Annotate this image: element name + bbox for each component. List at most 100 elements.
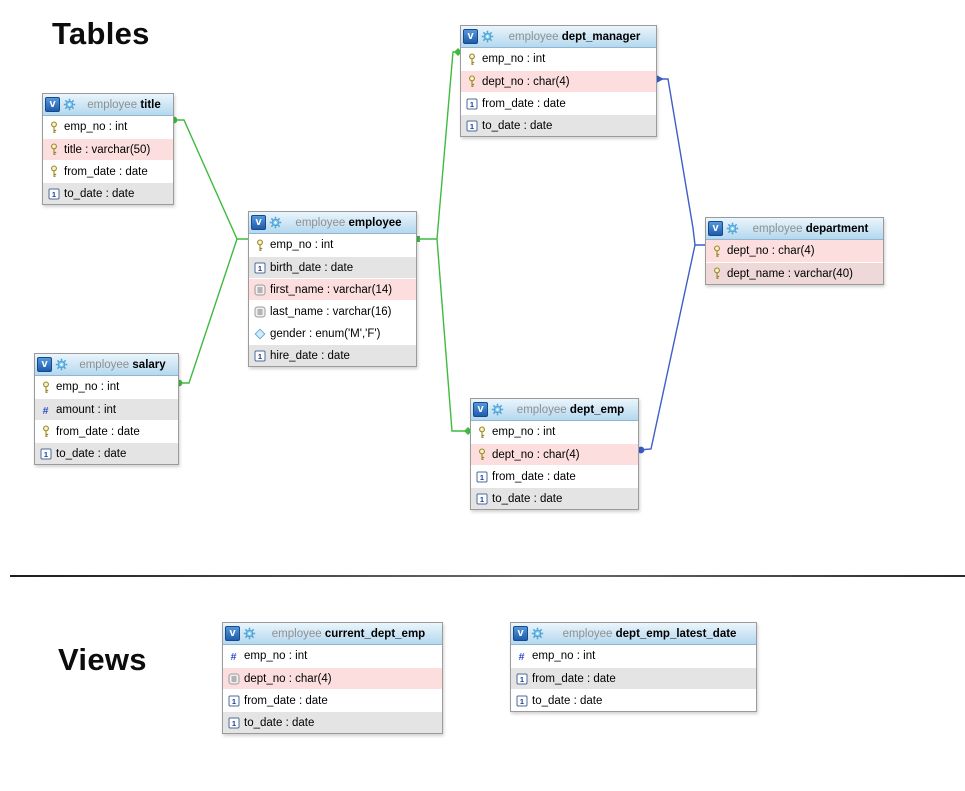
column-label: from_date : date: [532, 672, 616, 685]
column-row-emp_no: emp_no : int: [471, 421, 638, 443]
column-label: from_date : date: [244, 694, 328, 707]
view-badge-icon: v: [708, 221, 723, 236]
column-label: to_date : date: [64, 187, 135, 200]
date-icon: 1: [227, 717, 240, 729]
gear-icon: [481, 30, 494, 43]
relationship-line-salary-to-employee: [177, 238, 238, 384]
column-label: dept_no : char(4): [482, 75, 570, 88]
schema-name: employee: [508, 30, 559, 43]
schema-name: employee: [516, 403, 567, 416]
table-title: employee dept_manager: [507, 31, 643, 43]
column-label: gender : enum('M','F'): [270, 327, 381, 340]
table-name: salary: [132, 358, 166, 371]
column-row-emp_no: emp_no : int: [249, 234, 416, 256]
views-heading: Views: [58, 642, 147, 677]
key-icon: [47, 143, 60, 156]
table-header[interactable]: v employee title: [43, 94, 173, 116]
schema-name: employee: [271, 627, 322, 640]
column-label: dept_no : char(4): [492, 448, 580, 461]
table-header[interactable]: v employee dept_manager: [461, 26, 656, 48]
schema-name: employee: [295, 216, 346, 229]
column-label: last_name : varchar(16): [270, 305, 392, 318]
column-row-emp_no: emp_no : int: [35, 376, 178, 398]
date-icon: 1: [227, 695, 240, 707]
table-header[interactable]: v employee dept_emp: [471, 399, 638, 421]
gear-icon: [531, 627, 544, 640]
schema-name: employee: [562, 627, 613, 640]
svg-text:1: 1: [231, 719, 235, 728]
schema-name: employee: [752, 222, 803, 235]
table-name: title: [140, 98, 161, 111]
gear-icon: [491, 403, 504, 416]
column-label: dept_name : varchar(40): [727, 267, 853, 280]
column-row-dept_no: dept_no : char(4): [461, 70, 656, 92]
column-label: to_date : date: [56, 447, 127, 460]
svg-text:1: 1: [519, 675, 523, 684]
table-name: dept_emp: [569, 403, 625, 416]
table-title: employee salary: [77, 359, 167, 371]
column-label: emp_no : int: [56, 381, 120, 393]
hash-icon: #: [515, 650, 528, 662]
column-label: hire_date : date: [270, 349, 350, 362]
gear-icon: [269, 216, 282, 229]
svg-text:1: 1: [479, 473, 483, 482]
column-label: title : varchar(50): [64, 143, 151, 156]
relationship-line-employee-to-dept-manager: [436, 51, 460, 240]
table-header[interactable]: v employee employee: [249, 212, 416, 234]
view-node-dept_emp_latest_date[interactable]: v employee dept_emp_latest_date #emp_no …: [510, 622, 757, 712]
column-row-dept_no: dept_no : char(4): [223, 667, 442, 689]
table-node-department[interactable]: v employee department dept_no : char(4) …: [705, 217, 884, 285]
key-icon: [710, 267, 723, 280]
table-header[interactable]: v employee dept_emp_latest_date: [511, 623, 756, 645]
column-row-to_date: 1 to_date : date: [35, 442, 178, 464]
column-label: emp_no : int: [482, 53, 546, 65]
view-node-current_dept_emp[interactable]: v employee current_dept_emp # emp_no : in…: [222, 622, 443, 734]
column-label: amount : int: [56, 403, 117, 416]
column-row-first_name: first_name : varchar(14): [249, 278, 416, 300]
view-badge-icon: v: [513, 626, 528, 641]
table-node-dept_manager[interactable]: v employee dept_manager emp_no : int dep…: [460, 25, 657, 137]
svg-text:1: 1: [43, 450, 47, 459]
date-icon: 1: [465, 98, 478, 110]
column-label: emp_no : int: [244, 650, 308, 662]
key-icon: [253, 238, 266, 252]
column-row-dept_no: dept_no : char(4): [706, 240, 883, 262]
svg-text:1: 1: [479, 495, 483, 504]
date-icon: 1: [465, 120, 478, 132]
table-header[interactable]: v employee current_dept_emp: [223, 623, 442, 645]
relationship-line-employee-to-dept-emp: [436, 238, 470, 432]
date-icon: 1: [253, 262, 266, 274]
column-label: emp_no : int: [64, 121, 128, 133]
table-name: current_dept_emp: [324, 627, 426, 640]
table-node-dept_emp[interactable]: v employee dept_emp emp_no : int dept_no…: [470, 398, 639, 510]
svg-text:1: 1: [519, 697, 523, 706]
text-icon: [253, 306, 266, 318]
key-icon: [47, 165, 60, 178]
date-icon: 1: [39, 448, 52, 460]
svg-text:#: #: [43, 404, 49, 415]
column-row-dept_name: dept_name : varchar(40): [706, 262, 883, 284]
column-row-emp_no: # emp_no : int: [223, 645, 442, 667]
table-node-salary[interactable]: v employee salary emp_no : int # amount :…: [34, 353, 179, 465]
schema-name: employee: [87, 98, 138, 111]
table-header[interactable]: v employee salary: [35, 354, 178, 376]
column-row-from_date: from_date : date: [43, 160, 173, 182]
svg-text:1: 1: [231, 697, 235, 706]
column-label: to_date : date: [482, 119, 553, 132]
view-badge-icon: v: [225, 626, 240, 641]
table-header[interactable]: v employee department: [706, 218, 883, 240]
svg-text:#: #: [231, 651, 237, 662]
column-row-to_date: 1 to_date : date: [461, 114, 656, 136]
table-node-title[interactable]: v employee title emp_no : int title : va…: [42, 93, 174, 205]
date-icon: 1: [475, 471, 488, 483]
relationship-endpoint-arrow-right: [657, 75, 664, 83]
column-label: dept_no : char(4): [244, 672, 332, 685]
enum-icon: [253, 327, 266, 340]
